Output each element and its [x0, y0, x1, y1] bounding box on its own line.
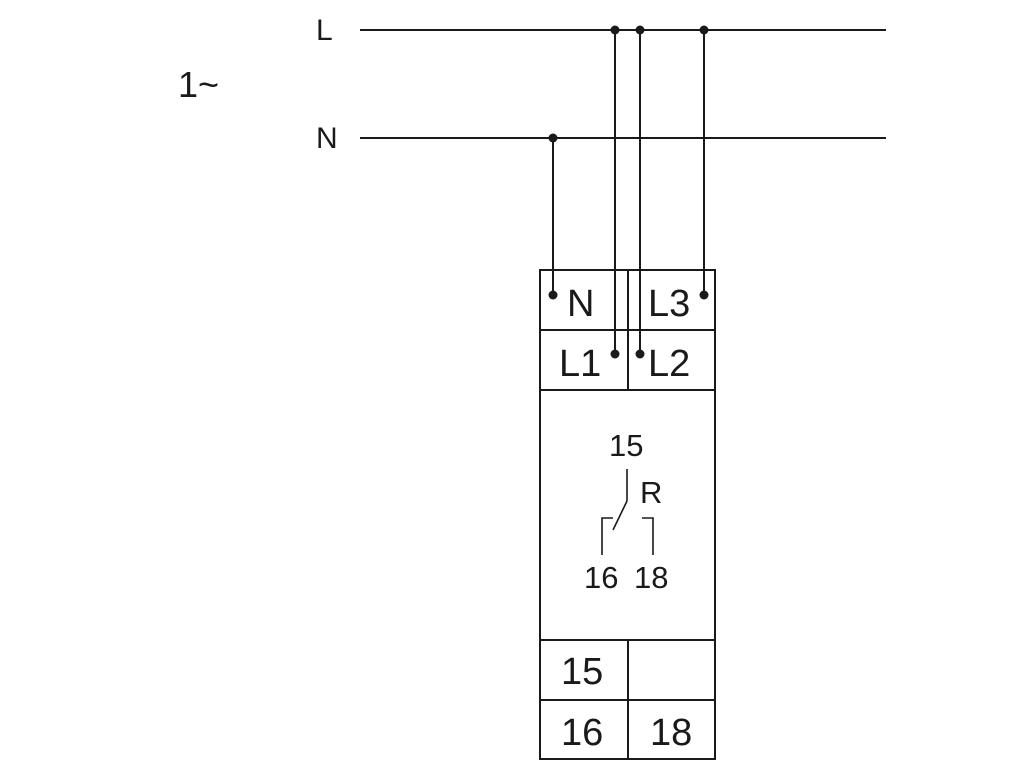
phase-label: 1~: [178, 64, 219, 105]
terminal-dot-l3: [699, 290, 709, 300]
relay-no-contact: [642, 517, 654, 555]
terminal-dot-l1: [610, 349, 620, 359]
line-l-label: L: [316, 14, 333, 47]
relay-no-pin-label: 18: [634, 560, 668, 595]
terminal-label-15: 15: [561, 651, 603, 693]
junction-dot-l3: [699, 25, 709, 35]
relay-nc-contact: [601, 517, 613, 555]
terminal-label-l2: L2: [648, 343, 690, 385]
line-n-label: N: [316, 122, 338, 155]
terminal-dot-n: [548, 290, 558, 300]
terminal-label-18: 18: [650, 712, 692, 754]
relay-nc-pin-label: 16: [584, 560, 618, 595]
terminal-label-16: 16: [561, 712, 603, 754]
terminal-label-n: N: [567, 283, 594, 325]
terminal-label-l3: L3: [648, 283, 690, 325]
terminal-dot-l2: [635, 349, 645, 359]
relay-common-pin-label: 15: [609, 428, 643, 463]
junction-dot-l2: [635, 25, 645, 35]
relay-contact-blade: [612, 500, 628, 531]
relay-name-label: R: [640, 475, 662, 510]
junction-dot-n: [548, 133, 558, 143]
junction-dot-l1: [610, 25, 620, 35]
terminal-label-l1: L1: [559, 343, 601, 385]
